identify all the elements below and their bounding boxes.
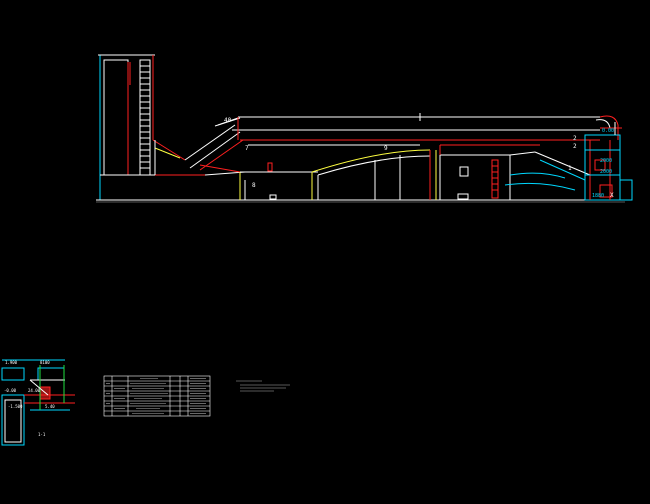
detail-t4: -0.00 [4, 388, 17, 393]
dim-2000-a: 2000 [600, 158, 612, 164]
label-9: 9 [384, 145, 388, 152]
left-tower [98, 54, 205, 200]
right-end-station [584, 122, 633, 201]
section-labels: 7 8 9 2 2 1 40 X [224, 117, 614, 199]
schedule-table [103, 375, 211, 417]
schedule-table-text-marks [106, 378, 206, 414]
label-7: 7 [245, 145, 249, 152]
detail-t5: 5.40 [45, 404, 55, 409]
label-x: X [610, 192, 614, 199]
drive-house-left [239, 162, 318, 200]
dim-000: 0.00 [602, 128, 614, 134]
tower-chute-yellow [154, 147, 181, 159]
detail-section [1, 359, 75, 446]
tower-inner-frame [103, 59, 129, 176]
label-1: 1 [568, 165, 572, 172]
detail-t6: -1.500 [8, 404, 23, 409]
label-40: 40 [224, 117, 232, 124]
right-building [439, 144, 540, 201]
upper-gallery [217, 113, 619, 146]
notes-block [236, 380, 290, 392]
detail-t2: 8100 [40, 360, 50, 365]
label-2b: 2 [573, 143, 577, 150]
dim-2000-b: 2000 [600, 169, 612, 175]
detail-t1: 1.900 [5, 360, 18, 365]
detail-caption: 1-1 [38, 432, 46, 437]
dim-1880: 1880 [592, 193, 604, 199]
inclined-conveyor [184, 117, 246, 176]
tower-ladder [139, 59, 151, 176]
cyan-conveyor [504, 151, 591, 191]
middle-shed [311, 149, 437, 200]
detail-t3: 24.00 [28, 388, 41, 393]
detail-labels: 1.900 8100 24.00 -0.00 5.40 -1.500 [4, 360, 55, 409]
label-8: 8 [252, 182, 256, 189]
tower-ladder-rungs [140, 65, 150, 169]
tower-chute-top [152, 139, 186, 161]
right-building-ladder [491, 159, 499, 199]
label-2a: 2 [573, 135, 577, 142]
dimension-labels: 2000 2000 1880 0.00 [592, 128, 614, 199]
